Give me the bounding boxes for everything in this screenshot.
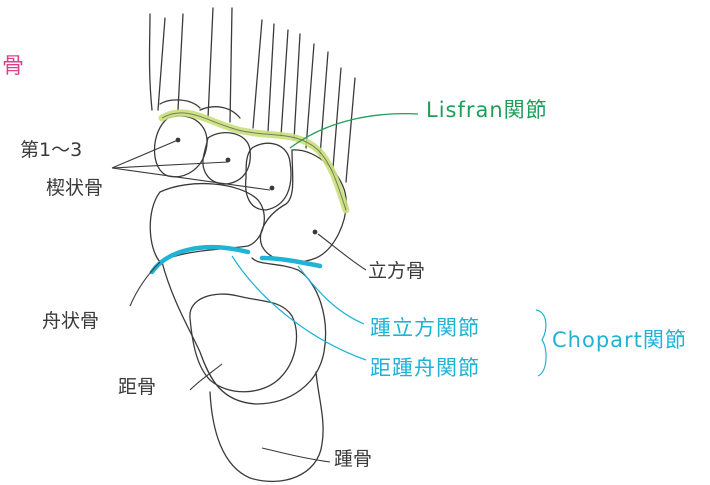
cuboid-label: 立方骨 — [368, 262, 425, 281]
chopart-label: Chopart関節 — [552, 330, 687, 351]
corner-label: 骨 — [2, 56, 24, 78]
navicular-label: 舟状骨 — [42, 312, 99, 331]
talus-bone — [162, 258, 326, 404]
lisfranc-label: Lisfran関節 — [426, 100, 548, 121]
cuneiform-label-line1: 第1～3 — [20, 140, 82, 162]
lisfranc-joint-line — [162, 113, 346, 210]
calcaneus-label: 踵骨 — [334, 450, 372, 469]
calcaneus-bone — [210, 372, 323, 481]
cuneiform-label-line2: 楔状骨 — [46, 178, 103, 200]
talus-label: 距骨 — [118, 378, 156, 397]
bone-reference-dots — [176, 138, 318, 235]
cuneiform-bones — [155, 116, 292, 210]
calcaneocuboid-label: 踵立方関節 — [370, 318, 480, 339]
talocalcaneonavicular-label: 距踵舟関節 — [370, 358, 480, 379]
talus-dome — [190, 294, 297, 392]
